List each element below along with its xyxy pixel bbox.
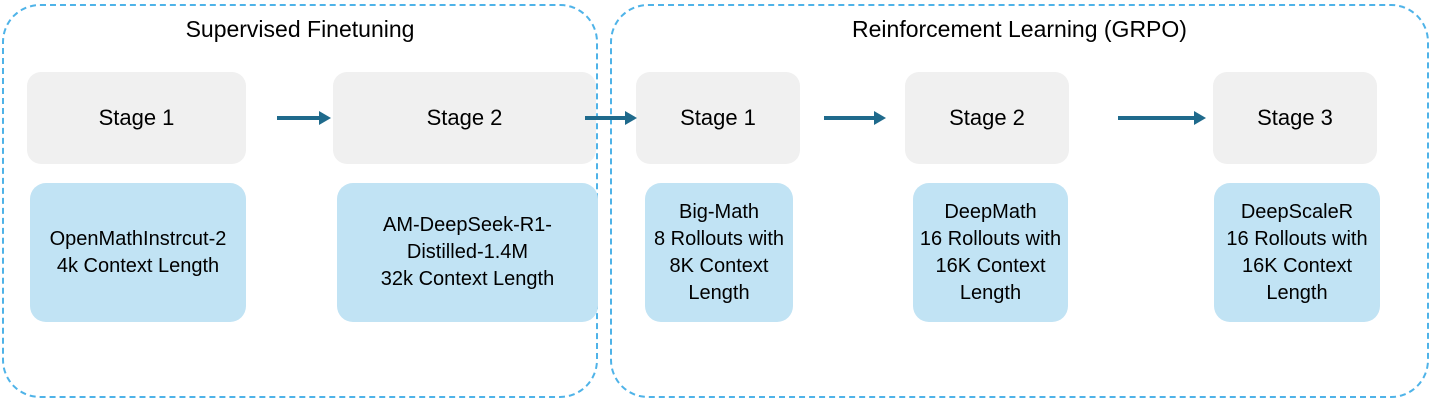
sft-stage-1-box[interactable]: Stage 1 — [27, 72, 246, 164]
sft-stage-2-box[interactable]: Stage 2 — [333, 72, 596, 164]
rl-stage-3-box[interactable]: Stage 3 — [1213, 72, 1377, 164]
section-panel-reinforcement-learning — [610, 4, 1429, 398]
rl-stage-1-dataset-box[interactable]: Big-Math 8 Rollouts with 8K Context Leng… — [645, 183, 793, 322]
rl-stage-2-box[interactable]: Stage 2 — [905, 72, 1069, 164]
rl-stage-1-box[interactable]: Stage 1 — [636, 72, 800, 164]
sft-stage-1-dataset-box[interactable]: OpenMathInstrcut-2 4k Context Length — [30, 183, 246, 322]
sft-stage-2-dataset-box[interactable]: AM-DeepSeek-R1- Distilled-1.4M 32k Conte… — [337, 183, 598, 322]
rl-stage-3-dataset-box[interactable]: DeepScaleR 16 Rollouts with 16K Context … — [1214, 183, 1380, 322]
section-title-supervised-finetuning: Supervised Finetuning — [185, 16, 415, 42]
rl-stage-2-dataset-box[interactable]: DeepMath 16 Rollouts with 16K Context Le… — [913, 183, 1068, 322]
section-title-reinforcement-learning: Reinforcement Learning (GRPO) — [852, 16, 1187, 42]
